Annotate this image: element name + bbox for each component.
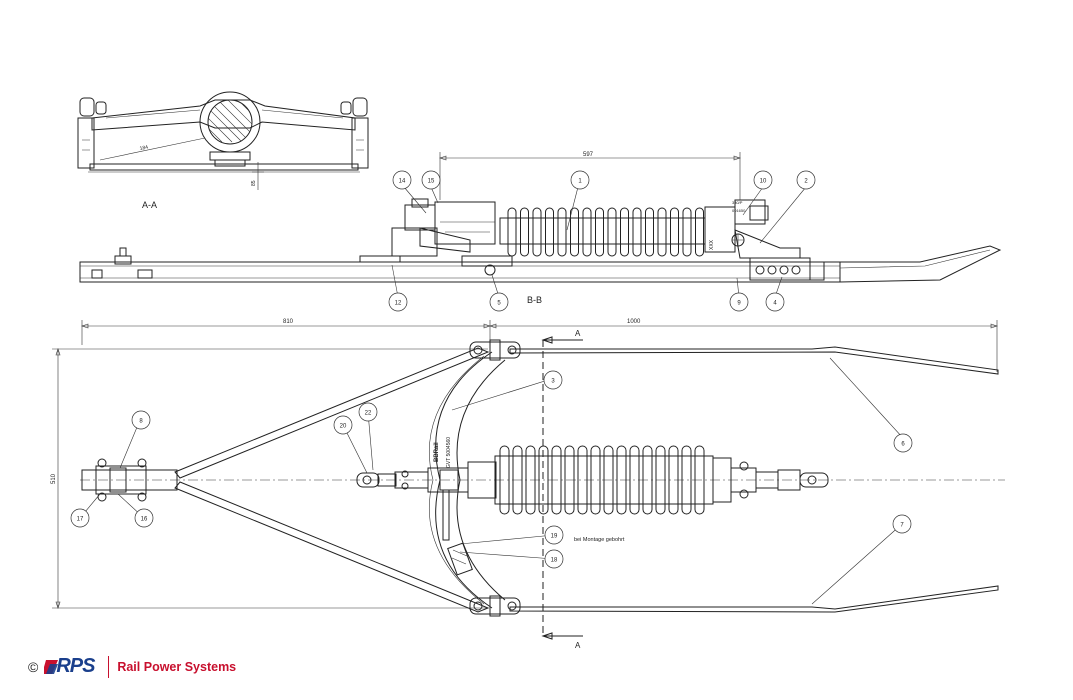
insulator-shed-side [570, 207, 579, 257]
callout-15: 15 [421, 170, 441, 190]
svg-text:4: 4 [773, 301, 777, 307]
callouts: 1 2 10 14 15 12 5 9 4 3 6 7 8 17 16 20 2… [70, 170, 913, 569]
svg-text:10: 10 [760, 179, 767, 185]
callout-17: 17 [70, 508, 90, 528]
callout-12: 12 [388, 292, 408, 312]
callout-18: 18 [544, 549, 564, 569]
svg-text:1: 1 [578, 179, 582, 185]
footer-separator [108, 656, 110, 678]
insulator-shed-side [520, 207, 529, 257]
callout-16: 16 [134, 508, 154, 528]
insulator-shed-side [532, 207, 542, 257]
plan-view: 810 1000 510 A A [51, 319, 1005, 650]
insulator-shed-side [657, 207, 667, 257]
insulator-shed-plan [694, 445, 705, 515]
dim-1000: 1000 [627, 319, 641, 325]
insulator-shed-side [682, 207, 692, 257]
insulator-type: GVT 5004560 [446, 437, 452, 468]
insulator-shed-plan [629, 445, 640, 515]
callout-6: 6 [893, 433, 913, 453]
callout-leaders [79, 186, 904, 605]
company-name: Rail Power Systems [117, 660, 237, 674]
svg-text:17: 17 [77, 517, 84, 523]
callout-9: 9 [729, 292, 749, 312]
insulator-shed-plan [655, 445, 666, 515]
insulator-shed-plan [616, 445, 627, 515]
section-mark-a-top: A [575, 329, 581, 338]
section-mark-a-bottom: A [575, 641, 581, 650]
dim-510: 510 [51, 473, 57, 484]
callout-20: 20 [333, 415, 353, 435]
svg-text:5: 5 [497, 301, 501, 307]
insulator-shed-plan [590, 445, 601, 515]
insulator-shed-side [607, 207, 617, 257]
label-380p: 380/P [732, 200, 743, 205]
rps-logo-text: RPS [56, 655, 95, 677]
svg-text:14: 14 [399, 179, 406, 185]
rps-logo-icon: RPS [44, 655, 98, 678]
side-view-bb: 380/P 001650 XXX 597 B-B [79, 152, 1002, 305]
callout-4: 4 [765, 292, 785, 312]
copyright-symbol: © [28, 659, 39, 675]
callout-7: 7 [892, 514, 912, 534]
svg-text:8: 8 [139, 419, 143, 425]
svg-text:7: 7 [900, 523, 904, 529]
callout-22: 22 [358, 402, 378, 422]
callout-5: 5 [489, 292, 509, 312]
callout-19: 19 [544, 525, 564, 545]
insulator-shed-side [645, 207, 654, 257]
insulator-shed-side [670, 207, 679, 257]
insulator-shed-side [620, 207, 629, 257]
svg-text:3: 3 [551, 379, 555, 385]
svg-text:9: 9 [737, 301, 741, 307]
label-001650: 001650 [732, 208, 746, 213]
insulator-shed-side [632, 207, 642, 257]
label-xxx: XXX [709, 239, 715, 250]
insulator-shed-side [595, 207, 604, 257]
svg-text:19: 19 [551, 534, 558, 540]
insulator-shed-side [582, 207, 592, 257]
svg-text:6: 6 [901, 442, 905, 448]
dim-85: 85 [251, 180, 257, 186]
dim-597: 597 [583, 152, 594, 158]
insulator-shed-plan [603, 445, 614, 515]
callout-14: 14 [392, 170, 412, 190]
note-bei-montage-gebohrt: bei Montage gebohrt [574, 537, 625, 543]
dim-184: 184 [139, 144, 149, 152]
svg-text:18: 18 [551, 558, 558, 564]
insulator-shed-plan [525, 445, 536, 515]
insulator-shed-plan [642, 445, 653, 515]
svg-text:2: 2 [804, 179, 808, 185]
section-view-aa: 184 85 A-A [77, 91, 369, 210]
svg-text:22: 22 [365, 411, 372, 417]
svg-text:20: 20 [340, 424, 347, 430]
callout-1: 1 [570, 170, 590, 190]
svg-text:16: 16 [141, 517, 148, 523]
svg-text:15: 15 [428, 179, 435, 185]
section-label-bb: B-B [527, 295, 542, 305]
callout-2: 2 [796, 170, 816, 190]
insulator-shed-side [545, 207, 554, 257]
insulator-shed-plan [577, 445, 588, 515]
insulator-shed-plan [499, 445, 510, 515]
insulator-shed-plan [681, 445, 692, 515]
svg-text:12: 12 [395, 301, 402, 307]
dim-810: 810 [283, 319, 294, 325]
callout-10: 10 [753, 170, 773, 190]
insulator-shed-side [557, 207, 567, 257]
insulator-shed-plan [512, 445, 523, 515]
insulator-shed-plan [551, 445, 562, 515]
insulator-brand: BBRail [434, 442, 440, 462]
insulator-shed-side [507, 207, 517, 257]
insulator-shed-plan [564, 445, 575, 515]
footer-logo: © RPS Rail Power Systems [28, 655, 236, 679]
callout-3: 3 [543, 370, 563, 390]
insulator-shed-plan [538, 445, 549, 515]
insulator-shed-plan [668, 445, 679, 515]
insulator-shed-side [695, 207, 704, 257]
callout-8: 8 [131, 410, 151, 430]
section-label-aa: A-A [142, 200, 157, 210]
